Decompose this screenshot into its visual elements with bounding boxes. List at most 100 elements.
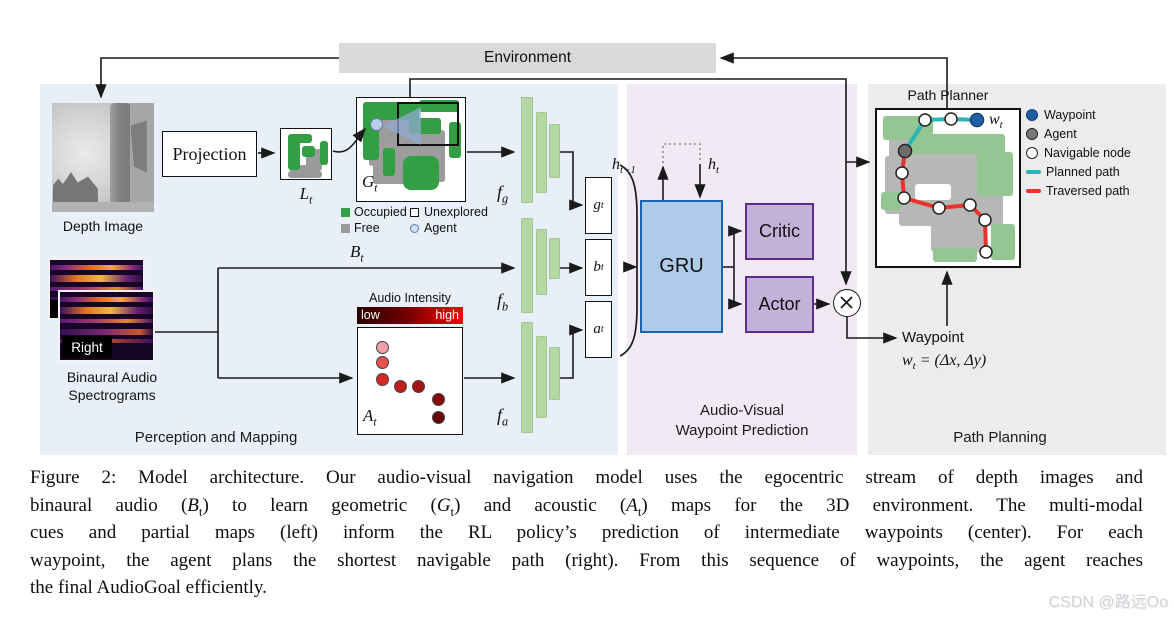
planner-occupied-patch [933, 248, 977, 262]
perception-section-label: Perception and Mapping [134, 429, 298, 446]
navigable-node [918, 113, 932, 127]
encoder-fb-label: fb [497, 290, 509, 314]
caption-line: waypoint, the agent plans the shortest n… [30, 549, 1143, 571]
navigable-node [944, 112, 958, 126]
lt-occupied-patch [320, 141, 328, 165]
encoder-fa-bar [521, 322, 533, 433]
path-planner-map: wt [875, 108, 1021, 268]
encoder-fg-bar [521, 97, 533, 203]
gru-box: GRU [640, 200, 723, 333]
intensity-dot [412, 380, 425, 393]
navigable-node [932, 201, 946, 215]
legend-traversed-label: Traversed path [1046, 184, 1130, 198]
spectrogram-right-label: Right [71, 339, 103, 355]
navigable-node [979, 245, 993, 259]
encoder-fb-bar [521, 218, 533, 313]
intensity-dot [376, 356, 389, 369]
navigable-node [895, 166, 909, 180]
lt-free-patch [290, 165, 320, 176]
caption-line: the final AudioGoal efficiently. [30, 577, 267, 599]
legend-row-planned: Planned path [1026, 163, 1120, 181]
actor-label: Actor [758, 294, 801, 314]
caption-line: binaural audio (Bt) to learn geometric (… [30, 494, 1144, 519]
at-map: At [357, 327, 463, 435]
projection-box: Projection [162, 131, 257, 177]
caption-line: cues and partial maps (left) inform the … [30, 522, 1143, 544]
planner-occupied-patch [911, 134, 1005, 154]
depth-furniture [53, 172, 98, 206]
lt-occupied-patch [288, 134, 300, 170]
planner-legend: Waypoint Agent Navigable node Planned pa… [1026, 106, 1172, 202]
legend-row-agent: Agent [1026, 125, 1077, 143]
prediction-section-label-line1: Audio-Visual [700, 402, 784, 419]
gt-map: Gt [356, 97, 466, 202]
spectrograms-caption: Binaural Audio Spectrograms [42, 368, 182, 404]
intensity-dot [432, 393, 445, 406]
projection-label: Projection [172, 143, 247, 164]
planner-unexplored-patch [915, 184, 951, 200]
h-next-label: ht [708, 156, 720, 177]
lt-free-patch [288, 171, 322, 178]
traversed-path-legend-icon [1026, 189, 1041, 193]
agent-node [897, 143, 913, 159]
depth-right-shape [130, 120, 147, 173]
agent-icon [370, 118, 383, 131]
prediction-section-label-line2: Waypoint Prediction [675, 422, 809, 439]
bt-label: Bt [350, 242, 364, 265]
prediction-section-label: Audio-Visual Waypoint Prediction [627, 401, 857, 441]
colorbar-low-label: low [361, 308, 380, 322]
navigable-node-legend-icon [1026, 147, 1038, 159]
planned-path [903, 117, 979, 153]
waypoint-legend-icon [1026, 109, 1038, 121]
intensity-dot [376, 341, 389, 354]
audio-intensity-title: Audio Intensity [369, 291, 451, 305]
intensity-dot [376, 373, 389, 386]
legend-occupied-label: Occupied [354, 205, 407, 219]
colorbar-high-label: high [435, 308, 459, 322]
depth-floor-shade [52, 202, 154, 212]
gru-label: GRU [659, 255, 704, 277]
legend-agent-label: Agent [424, 221, 457, 235]
planner-occupied-patch [977, 152, 1013, 196]
gt-occupied-patch [403, 156, 439, 190]
lt-map [280, 128, 332, 180]
legend-planned-label: Planned path [1046, 165, 1120, 179]
planner-occupied-patch [881, 192, 901, 210]
legend-free-label: Free [354, 221, 380, 235]
occupied-swatch-icon [341, 208, 350, 217]
planner-occupied-patch [991, 224, 1015, 260]
depth-wall-column [110, 103, 131, 212]
critic-label: Critic [759, 221, 800, 241]
free-swatch-icon [341, 224, 350, 233]
planned-path-legend-icon [1026, 170, 1041, 174]
planning-section-label: Path Planning [953, 429, 1047, 446]
spectrograms-caption-line1: Binaural Audio [66, 369, 158, 385]
legend-row-waypoint: Waypoint [1026, 106, 1096, 124]
spectrogram-right: Right [58, 290, 155, 362]
depth-image-label: Depth Image [62, 218, 144, 234]
navigable-node [963, 198, 977, 212]
encoder-fa-label: fa [497, 405, 509, 429]
environment-label: Environment [483, 49, 571, 66]
legend-unexplored-label: Unexplored [424, 205, 488, 219]
gt-label: Gt [362, 172, 378, 195]
critic-box: Critic [745, 203, 814, 260]
caption-line: Figure 2: Model architecture. Our audio-… [30, 467, 1143, 488]
navigable-node [897, 191, 911, 205]
lt-occupied-patch [302, 146, 315, 157]
lt-label: Lt [299, 184, 313, 207]
at-label: At [363, 406, 377, 429]
encoder-fg-bar [549, 124, 560, 178]
intensity-dot [432, 411, 445, 424]
planner-path-graph [895, 112, 993, 259]
path-planner-title: Path Planner [907, 87, 989, 103]
gt-occupied-patch [383, 148, 395, 176]
spectrograms-caption-line2: Spectrograms [68, 387, 156, 403]
encoder-fg-bar [536, 112, 547, 193]
navigable-node [978, 213, 992, 227]
spectrogram-right-chip: Right [62, 336, 112, 358]
figure-caption: Figure 2: Model architecture. Our audio-… [30, 464, 1143, 602]
agent-legend-icon [1026, 128, 1038, 140]
